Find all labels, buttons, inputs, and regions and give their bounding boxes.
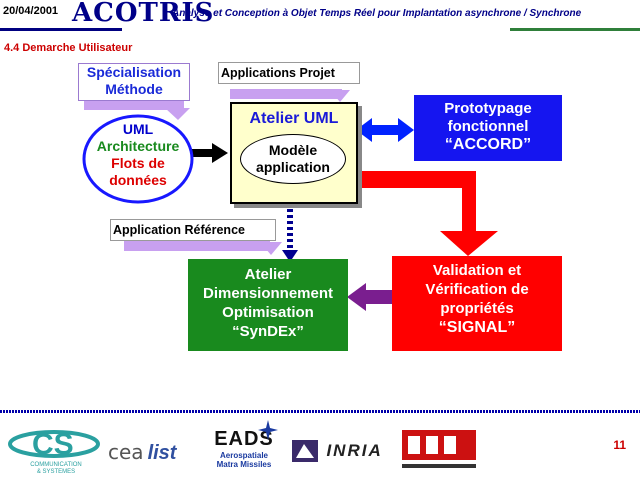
validation-box: Validation et Vérification de propriétés… <box>392 256 562 351</box>
header-date: 20/04/2001 <box>3 5 59 17</box>
svg-text:CS: CS <box>32 428 74 461</box>
validation-line2: Vérification de <box>425 281 529 298</box>
cs-subtext-line2: & SYSTEMES <box>36 469 76 475</box>
syndex-line4: “SynDEx” <box>232 323 304 340</box>
eads-text: EADS <box>214 428 274 450</box>
syndex-box: Atelier Dimensionnement Optimisation “Sy… <box>188 259 348 351</box>
section-title: 4.4 Demarche Utilisateur <box>4 42 133 54</box>
uml-proto-arrow-shaft <box>368 125 406 135</box>
ellipse-to-uml-arrow-shaft <box>192 149 214 157</box>
applications-projet-note: Applications Projet <box>218 62 360 84</box>
specialisation-line1: Spécialisation <box>86 64 182 80</box>
inria-text: INRIA <box>326 441 383 460</box>
proto-line1: Prototypage <box>444 100 532 117</box>
cs-logo: CS COMMUNICATION & SYSTEMES <box>8 422 104 476</box>
ellipse-flots: Flots de données <box>109 155 167 188</box>
page-number: 11 <box>613 438 626 452</box>
atelier-uml-title: Atelier UML <box>249 110 339 127</box>
eads-sub-line2: Matra Missiles <box>216 460 272 469</box>
apps-projet-tab <box>230 89 342 99</box>
modele-line1: Modèle <box>268 142 318 158</box>
eads-sub-line1: Aerospatiale <box>219 451 269 460</box>
inria-logo: INRIA <box>292 440 383 462</box>
atelier-uml-box: Atelier UML Modèle application <box>230 102 358 204</box>
specialisation-note: Spécialisation Méthode <box>78 63 190 101</box>
cs-subtext-line1: COMMUNICATION <box>30 462 82 468</box>
app-ref-pointer <box>260 242 282 255</box>
prototypage-box: Prototypage fonctionnel “ACCORD” <box>414 95 562 161</box>
inria-emblem-icon <box>292 440 318 462</box>
spec-note-tab <box>84 100 184 110</box>
footer-rule <box>0 410 640 413</box>
apps-projet-pointer <box>330 90 350 102</box>
eads-logo: EADS Aerospatiale Matra Missiles <box>206 428 282 469</box>
uml-to-validation-arrow <box>356 171 498 256</box>
application-reference-note: Application Référence <box>110 219 276 241</box>
ellipse-to-uml-arrow-head <box>212 143 228 163</box>
ellipse-text: UML Architecture Flots de données <box>84 121 192 189</box>
cs-swoosh-icon: CS <box>8 428 100 461</box>
uml-proto-arrow-right-head <box>398 118 414 142</box>
validation-line4: “SIGNAL” <box>438 319 516 336</box>
header-rule-green <box>510 28 640 31</box>
spec-note-pointer <box>165 108 190 120</box>
uml-proto-arrow-left-head <box>356 118 372 142</box>
modele-application-ellipse: Modèle application <box>240 134 346 184</box>
syndex-line1: Atelier <box>244 266 292 283</box>
cea-text: cea <box>108 440 144 464</box>
eads-sub: Aerospatiale Matra Missiles <box>206 451 282 469</box>
cstb-logo <box>402 430 476 468</box>
header-subtitle: Analyse et Conception à Objet Temps Réel… <box>172 8 582 19</box>
cs-subtext: COMMUNICATION & SYSTEMES <box>8 462 104 476</box>
header-rule-blue <box>0 28 122 31</box>
modele-line2: application <box>256 159 330 175</box>
syndex-line2: Dimensionnement <box>202 285 334 302</box>
syndex-line3: Optimisation <box>222 304 314 321</box>
validation-line3: propriétés <box>440 300 514 317</box>
ellipse-uml: UML <box>122 121 154 137</box>
list-text: list <box>147 442 177 464</box>
ellipse-architecture: Architecture <box>96 138 180 154</box>
app-ref-tab <box>124 241 270 251</box>
acotris-logo: ACOTRIS <box>72 0 215 28</box>
validation-line1: Validation et <box>432 262 522 279</box>
proto-line2: fonctionnel <box>447 118 529 135</box>
validation-to-syndex-head <box>347 283 366 311</box>
proto-line3: “ACCORD” <box>444 136 532 153</box>
specialisation-line2: Méthode <box>105 81 163 97</box>
eads-star-icon <box>258 420 278 440</box>
